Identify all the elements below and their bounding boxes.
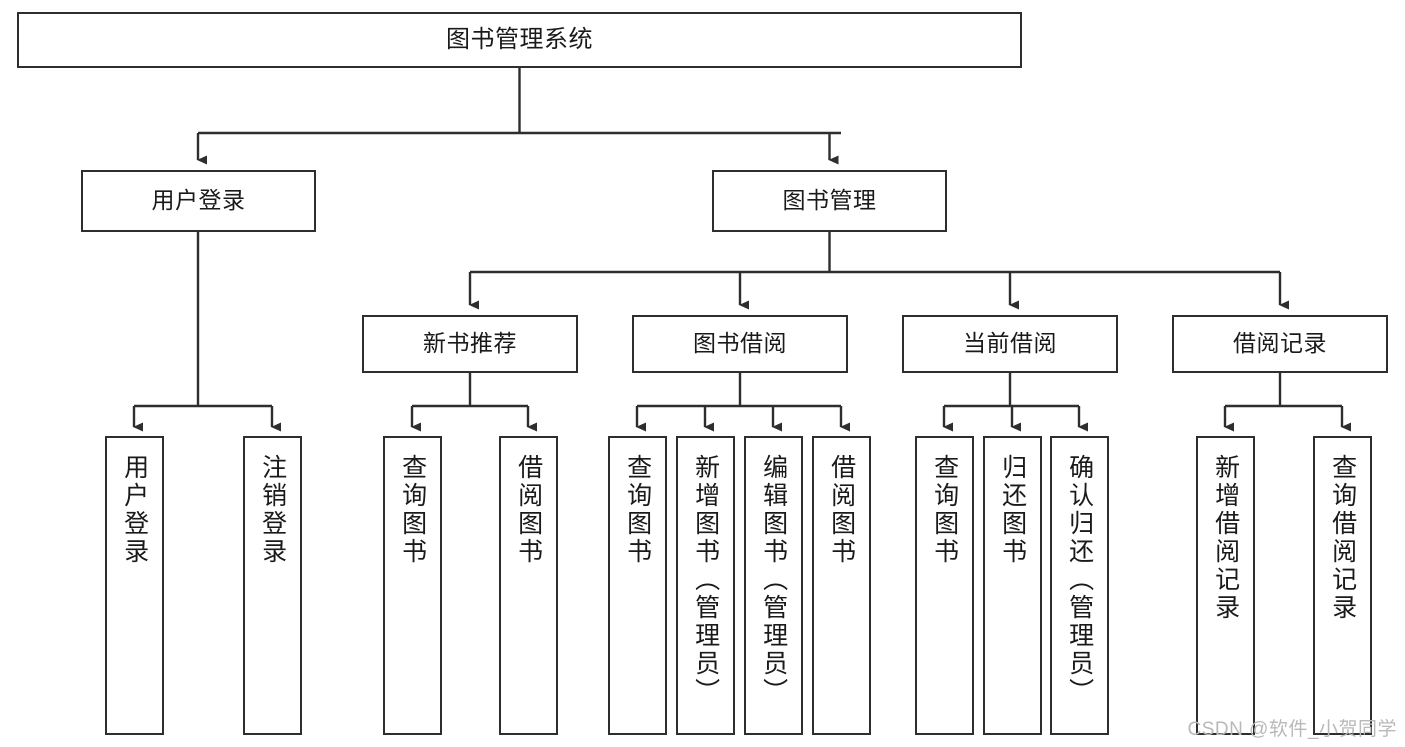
leaf-user-login[interactable]: 用户登录	[105, 436, 164, 735]
leaf-logout[interactable]: 注销登录	[243, 436, 302, 735]
leaf-record-query-borrow-record[interactable]: 查询借阅记录	[1313, 436, 1372, 735]
leaf-current-return-book[interactable]: 归还图书	[983, 436, 1042, 735]
node-label: 查询借阅记录	[1328, 454, 1357, 622]
node-label: 编辑图书（管理员）	[759, 454, 788, 706]
node-book-borrow[interactable]: 图书借阅	[632, 315, 848, 373]
node-label: 归还图书	[998, 454, 1027, 566]
node-current-borrow[interactable]: 当前借阅	[902, 315, 1118, 373]
node-book-management[interactable]: 图书管理	[712, 170, 947, 232]
node-label: 用户登录	[151, 187, 246, 214]
leaf-borrow-add-book-admin[interactable]: 新增图书（管理员）	[676, 436, 735, 735]
node-label: 注销登录	[258, 454, 287, 566]
node-label: 图书借阅	[693, 330, 787, 357]
leaf-record-add-borrow-record[interactable]: 新增借阅记录	[1196, 436, 1255, 735]
csdn-watermark: CSDN @软件_小贺同学	[1187, 719, 1397, 740]
node-label: 查询图书	[623, 454, 652, 566]
node-label: 新增图书（管理员）	[691, 454, 720, 706]
node-label: 新书推荐	[423, 330, 517, 357]
leaf-borrow-borrow-book[interactable]: 借阅图书	[812, 436, 871, 735]
node-borrow-record[interactable]: 借阅记录	[1172, 315, 1388, 373]
node-new-book-recommend[interactable]: 新书推荐	[362, 315, 578, 373]
node-label: 借阅记录	[1233, 330, 1327, 357]
leaf-borrow-query-book[interactable]: 查询图书	[608, 436, 667, 735]
node-label: 当前借阅	[963, 330, 1057, 357]
leaf-borrow-edit-book-admin[interactable]: 编辑图书（管理员）	[744, 436, 803, 735]
node-label: 新增借阅记录	[1211, 454, 1240, 622]
node-label: 借阅图书	[514, 454, 543, 566]
leaf-current-query-book[interactable]: 查询图书	[915, 436, 974, 735]
leaf-current-confirm-return-admin[interactable]: 确认归还（管理员）	[1050, 436, 1109, 735]
node-label: 确认归还（管理员）	[1065, 454, 1094, 706]
leaf-new-book-query-book[interactable]: 查询图书	[383, 436, 442, 735]
node-label: 图书管理	[782, 187, 877, 214]
node-user-login[interactable]: 用户登录	[81, 170, 316, 232]
node-root-library-system[interactable]: 图书管理系统	[17, 12, 1022, 68]
node-label: 借阅图书	[827, 454, 856, 566]
node-label: 查询图书	[398, 454, 427, 566]
node-label: 查询图书	[930, 454, 959, 566]
leaf-new-book-borrow-book[interactable]: 借阅图书	[499, 436, 558, 735]
node-label: 图书管理系统	[446, 25, 593, 53]
node-label: 用户登录	[120, 454, 149, 566]
